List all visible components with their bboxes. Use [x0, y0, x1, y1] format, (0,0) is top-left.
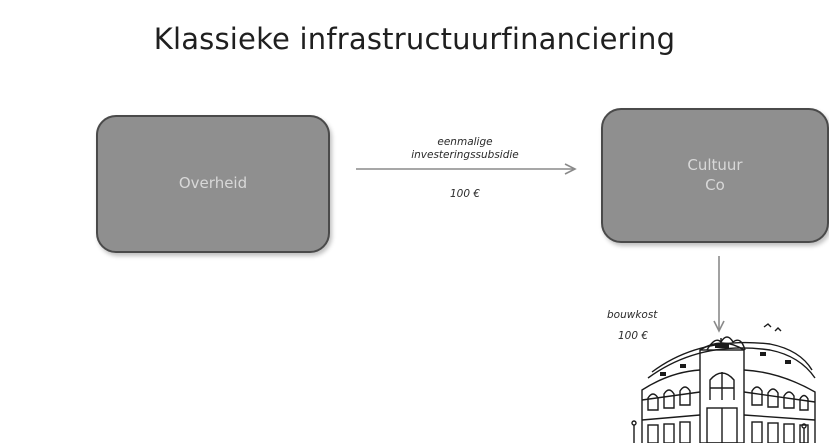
- subsidy-label: eenmalige investeringssubsidie: [411, 136, 519, 162]
- construction-arrow: [713, 256, 725, 333]
- overheid-box: Overheid: [96, 115, 330, 253]
- construction-cost-label: bouwkost: [607, 309, 658, 321]
- cultuur-co-label: Cultuur Co: [687, 156, 743, 194]
- cultuur-co-box: Cultuur Co: [601, 108, 829, 243]
- subsidy-amount: 100 €: [449, 188, 481, 200]
- construction-cost-amount: 100 €: [618, 330, 649, 342]
- page-title: Klassieke infrastructuurfinanciering: [153, 22, 676, 56]
- overheid-label: Overheid: [178, 174, 248, 193]
- subsidy-arrow: [356, 163, 577, 175]
